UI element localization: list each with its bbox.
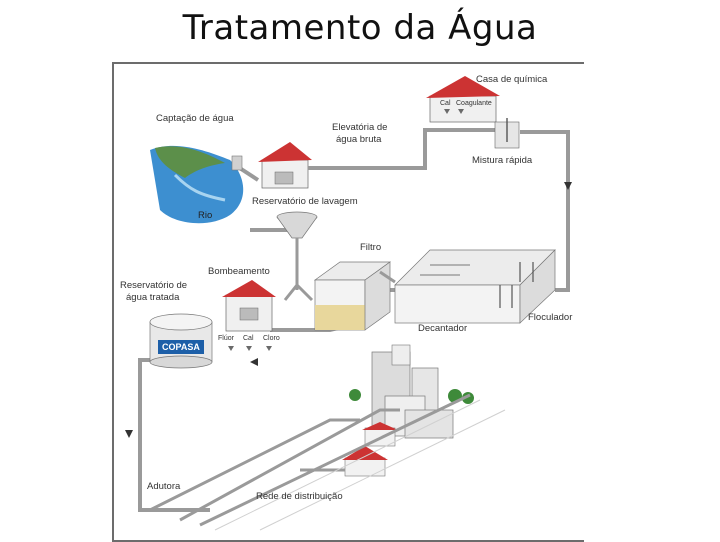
label-reservatorio-tratada-line2: água tratada (126, 292, 180, 303)
label-floculador: Floculador (528, 312, 573, 323)
reservatorio-lavagem-funnel (276, 211, 318, 302)
road (214, 399, 506, 531)
label-casa-quimica: Casa de química (476, 74, 548, 85)
arrows (125, 182, 572, 438)
bombeamento-house (222, 280, 276, 332)
city-buildings (342, 344, 474, 477)
copasa-reservoir (149, 313, 213, 369)
label-reservatorio-tratada-line1: Reservatório de (120, 280, 188, 291)
label-mistura: Mistura rápida (472, 155, 533, 166)
label-coagulante: Coagulante (456, 100, 492, 107)
label-filtro: Filtro (360, 242, 382, 253)
label-rio: Rio (198, 210, 213, 221)
label-cal-casa: Cal (440, 100, 451, 107)
label-rede: Rede de distribuição (256, 491, 343, 502)
page-title: Tratamento da Água (182, 8, 538, 48)
label-copasa: COPASA (162, 342, 200, 352)
river-illustration (150, 145, 260, 224)
label-bombeamento: Bombeamento (208, 266, 270, 277)
label-reservatorio-lavagem: Reservatório de lavagem (252, 196, 358, 207)
label-decantador: Decantador (418, 323, 468, 334)
label-captacao: Captação de água (156, 113, 234, 124)
label-cal-bombeamento: Cal (243, 335, 254, 342)
chemical-drops (228, 109, 464, 351)
filter-tank (313, 261, 392, 331)
label-elevatoria-line1: Elevatória de (332, 122, 388, 133)
label-adutora: Adutora (147, 481, 181, 492)
decantador-floculador-tank (379, 249, 556, 324)
elevatoria-house (258, 142, 312, 189)
label-elevatoria-line2: água bruta (336, 134, 382, 145)
label-cloro: Cloro (263, 335, 280, 342)
casa-quimica-house (426, 76, 520, 149)
label-fluor: Flúor (218, 335, 234, 342)
